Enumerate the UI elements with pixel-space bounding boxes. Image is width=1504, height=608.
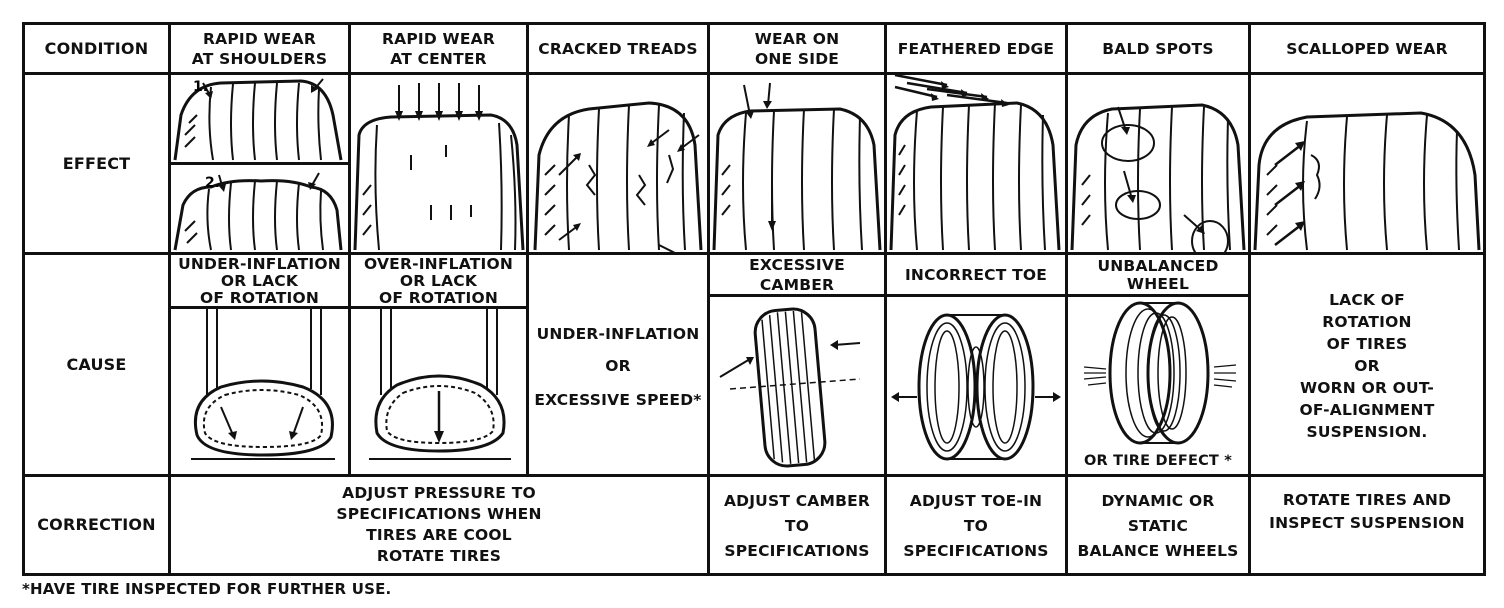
border-bottom: [22, 573, 1486, 576]
effect-divider-shoulders: [168, 162, 349, 165]
header-feathered-edge: FEATHERED EDGE: [897, 39, 1055, 58]
border-left: [22, 22, 25, 576]
correction-pressure: ADJUST PRESSURE TO SPECIFICATIONS WHEN T…: [336, 484, 542, 565]
border-right: [1483, 22, 1486, 576]
under-inflated-tire-icon: [191, 309, 335, 460]
toe-wheels-icon: [891, 313, 1061, 461]
correction-label: CORRECTION: [37, 515, 156, 534]
cause-label-divider-right: [708, 294, 1249, 297]
one-side-wear-icon: [712, 82, 882, 251]
cause-bald: UNBALANCED WHEEL: [1097, 257, 1219, 293]
marker-two: 2.: [205, 175, 220, 191]
unbalanced-wheel-icon: [1083, 301, 1237, 445]
over-inflated-tire-icon: [369, 309, 511, 460]
cause-label-divider: [168, 306, 527, 309]
correction-camber: ADJUST CAMBER TO SPECIFICATIONS: [723, 491, 871, 560]
tread-center-wear-icon: [353, 83, 525, 251]
header-bald-spots: BALD SPOTS: [1102, 39, 1214, 58]
cause-cracked-or: OR: [605, 357, 631, 375]
tire-wear-chart: CONDITION RAPID WEAR AT SHOULDERS RAPID …: [22, 22, 1486, 576]
header-rapid-wear-center: RAPID WEAR AT CENTER: [382, 29, 495, 68]
col-divider-4: [707, 22, 710, 576]
cause-label: CAUSE: [66, 354, 127, 374]
col-divider-7: [1248, 22, 1251, 576]
col-divider-5: [884, 22, 887, 576]
effect-cause-divider: [22, 252, 1486, 255]
border-top: [22, 22, 1486, 25]
cause-scalloped: LACK OF ROTATION OF TIRES OR WORN OR OUT…: [1299, 291, 1435, 441]
col-divider-6: [1065, 22, 1068, 576]
correction-rotate: ROTATE TIRES AND INSPECT SUSPENSION: [1269, 491, 1465, 532]
feathered-edge-icon: [889, 75, 1061, 251]
tread-shoulder-wear-icon: 1.: [173, 78, 343, 161]
cause-feathered: INCORRECT TOE: [904, 266, 1048, 284]
header-cracked-treads: CRACKED TREADS: [538, 39, 698, 58]
cause-center: OVER-INFLATION OR LACK OF ROTATION: [364, 254, 513, 307]
header-rapid-wear-shoulders: RAPID WEAR AT SHOULDERS: [191, 29, 328, 68]
cause-one-side: EXCESSIVE CAMBER: [749, 256, 845, 294]
cracked-tread-icon: [533, 101, 703, 252]
header-wear-one-side: WEAR ON ONE SIDE: [754, 29, 840, 68]
correction-balance: DYNAMIC OR STATIC BALANCE WHEELS: [1077, 491, 1239, 560]
cause-correction-divider: [22, 474, 1486, 477]
bald-spots-icon: [1070, 103, 1246, 252]
header-divider: [22, 72, 1486, 75]
footnote: *HAVE TIRE INSPECTED FOR FURTHER USE.: [22, 580, 392, 598]
effect-label: EFFECT: [62, 153, 131, 173]
cause-cracked-2: EXCESSIVE SPEED*: [534, 391, 702, 409]
col-divider-2: [348, 22, 351, 476]
correction-toe: ADJUST TOE-IN TO SPECIFICATIONS: [903, 491, 1049, 560]
cause-cracked-1: UNDER-INFLATION: [536, 325, 700, 343]
marker-one: 1.: [193, 79, 208, 95]
scalloped-wear-icon: [1253, 111, 1481, 251]
cause-bald-footer: OR TIRE DEFECT *: [1083, 453, 1233, 469]
col-divider-3: [526, 22, 529, 476]
camber-wheel-icon: [719, 307, 861, 468]
col-divider-1: [168, 22, 171, 576]
condition-label: CONDITION: [44, 38, 149, 58]
tread-shoulder-wear-2-icon: 2.: [173, 172, 343, 251]
cause-shoulders: UNDER-INFLATION OR LACK OF ROTATION: [178, 254, 341, 307]
header-scalloped-wear: SCALLOPED WEAR: [1286, 39, 1448, 58]
